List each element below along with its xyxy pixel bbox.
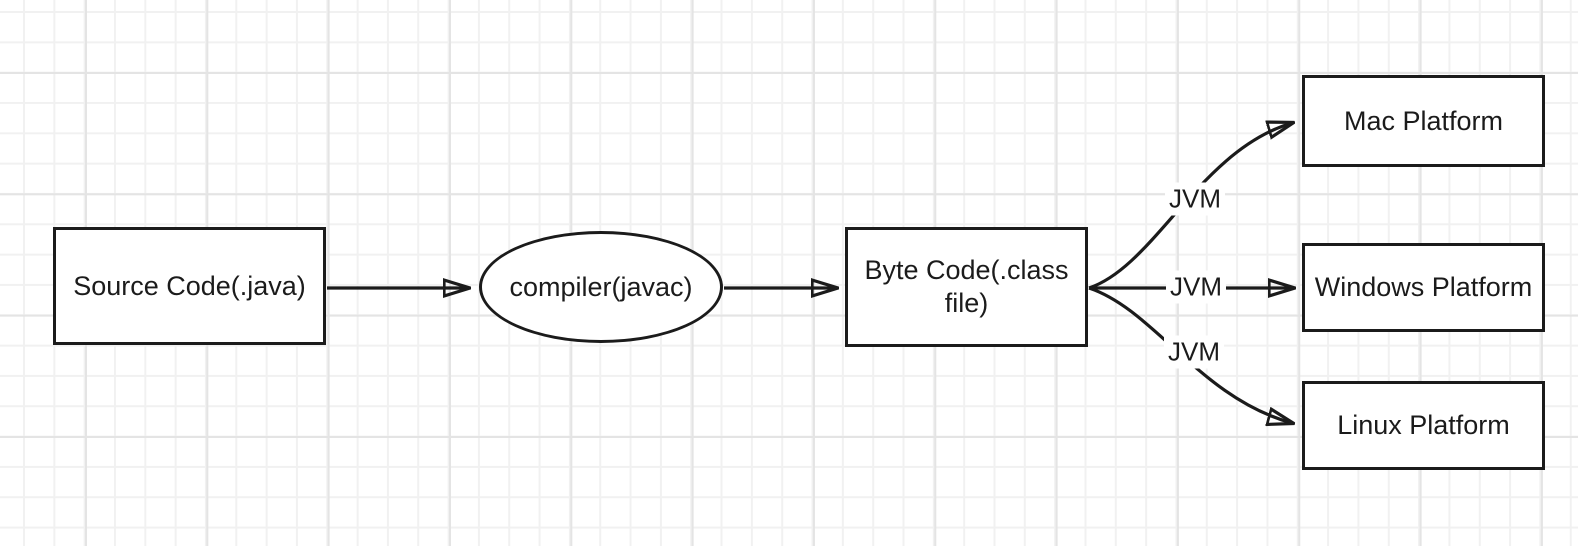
node-source-code-label: Source Code(.java) — [73, 270, 306, 301]
edge-label-jvm-mac: JVM — [1165, 182, 1225, 216]
node-source-code: Source Code(.java) — [53, 227, 326, 345]
edge-label-jvm-linux: JVM — [1164, 335, 1224, 369]
node-linux-platform-label: Linux Platform — [1337, 410, 1510, 441]
node-windows-platform-label: Windows Platform — [1314, 272, 1533, 303]
node-byte-code: Byte Code(.class file) — [845, 227, 1088, 347]
node-windows-platform: Windows Platform — [1302, 243, 1545, 332]
node-mac-platform: Mac Platform — [1302, 75, 1545, 167]
node-linux-platform: Linux Platform — [1302, 381, 1545, 470]
node-byte-code-label: Byte Code(.class file) — [864, 255, 1069, 318]
node-compiler: compiler(javac) — [479, 231, 723, 343]
node-mac-platform-label: Mac Platform — [1343, 105, 1504, 136]
edge-label-jvm-windows: JVM — [1166, 270, 1226, 304]
node-compiler-label: compiler(javac) — [509, 271, 693, 302]
